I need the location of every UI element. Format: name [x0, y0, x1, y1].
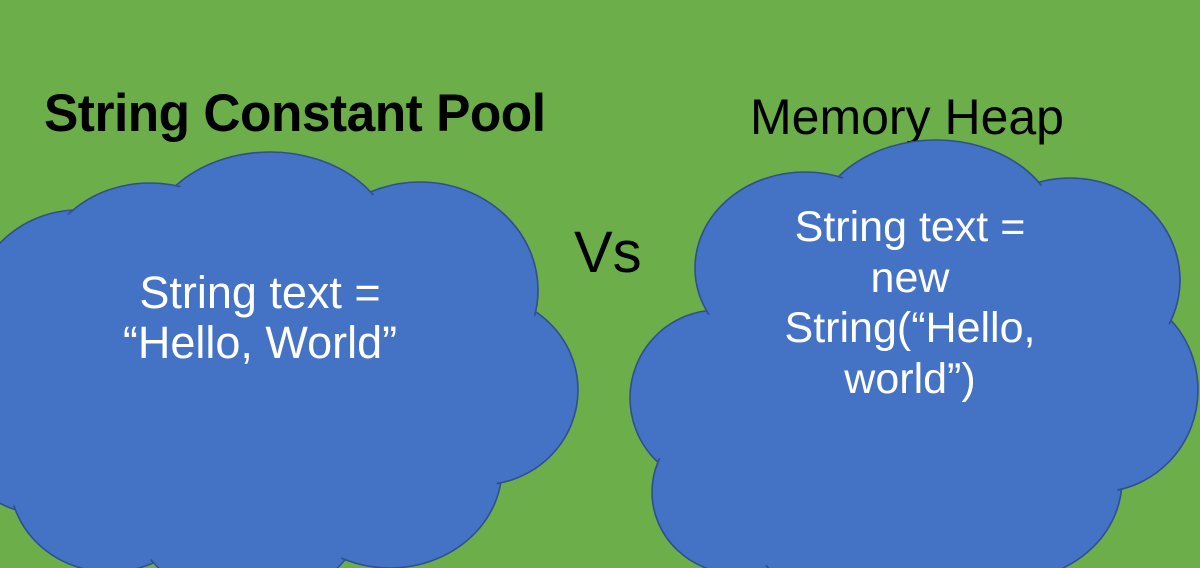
cloud-right-line-1: String text = — [794, 203, 1026, 251]
cloud-left-line-1: String text = — [139, 267, 381, 318]
cloud-string-constant-pool: String text = “Hello, World” — [0, 150, 600, 568]
cloud-shape-icon — [0, 151, 579, 568]
vs-comparator-label: Vs — [574, 220, 642, 285]
cloud-shape-icon — [629, 139, 1199, 568]
cloud-text-string-constant-pool: String text = “Hello, World” — [20, 267, 500, 369]
cloud-memory-heap: String text = new String(“Hello, world”) — [620, 139, 1200, 568]
cloud-right-line-2: new — [870, 253, 950, 302]
cloud-left-line-2: “Hello, World” — [122, 317, 398, 369]
cloud-text-memory-heap: String text = new String(“Hello, world”) — [660, 202, 1160, 405]
cloud-right-line-4: world”) — [844, 355, 976, 404]
page-title-memory-heap: Memory Heap — [750, 89, 1064, 145]
page-title-string-constant-pool: String Constant Pool — [44, 84, 546, 143]
cloud-right-line-3: String(“Hello, — [784, 304, 1036, 353]
